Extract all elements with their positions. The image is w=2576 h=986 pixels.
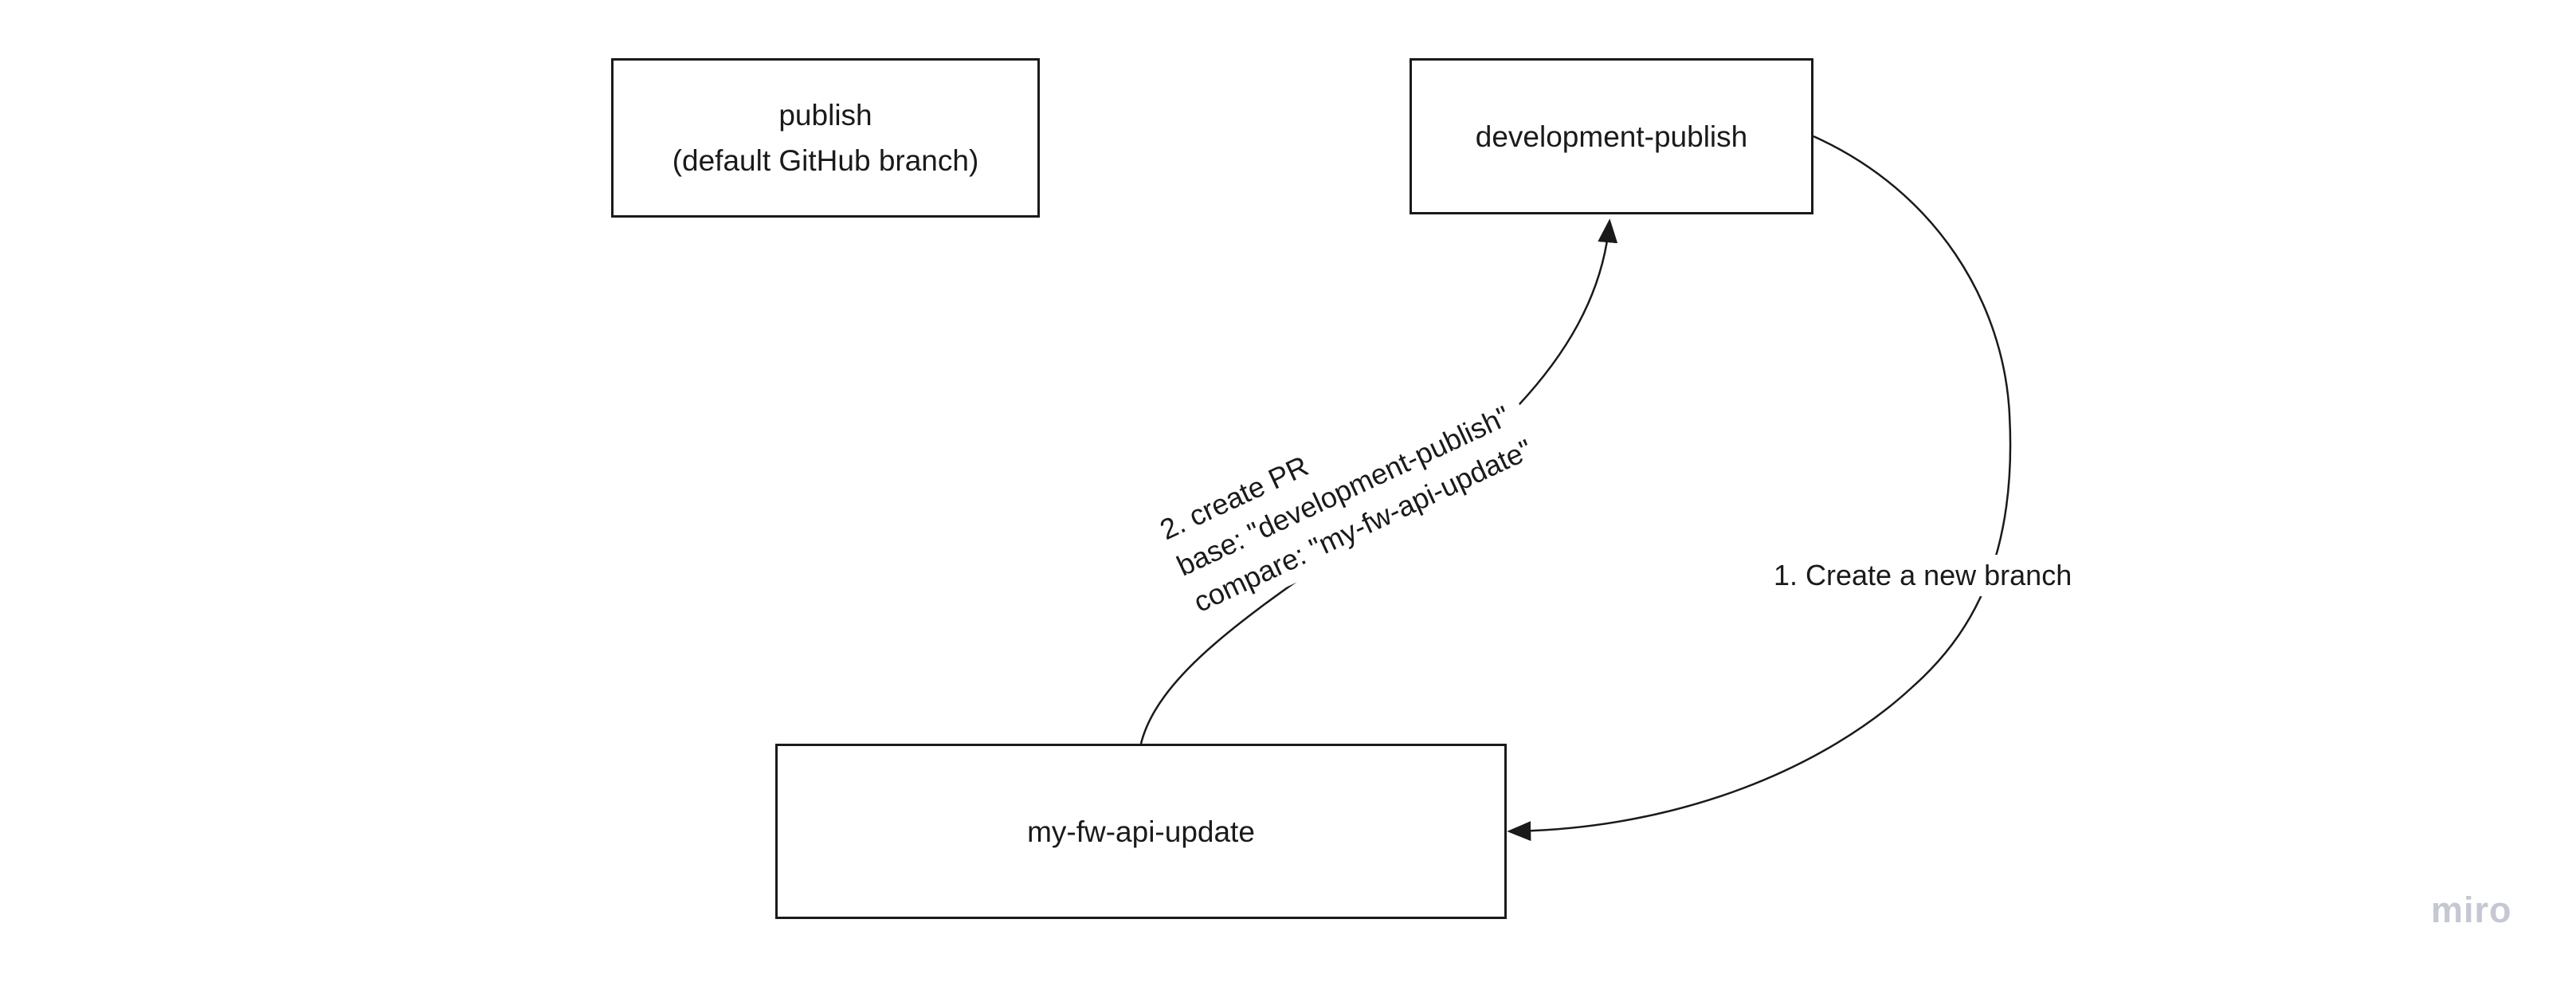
shape-my-fw-api-update-branch[interactable]: my-fw-api-update — [775, 744, 1507, 919]
shape-publish-label-line1: publish — [778, 99, 872, 132]
shape-publish-branch[interactable]: publish (default GitHub branch) — [611, 58, 1040, 218]
shape-publish-label-line2: (default GitHub branch) — [672, 144, 979, 177]
shape-my-fw-api-update-label: my-fw-api-update — [1027, 815, 1255, 848]
connector-create-branch[interactable] — [1507, 135, 2012, 842]
connector-label-create-branch[interactable]: 1. Create a new branch — [1766, 555, 2080, 596]
miro-logo-watermark: miro — [2431, 890, 2512, 930]
shape-development-publish-branch[interactable]: development-publish — [1410, 58, 1813, 214]
shape-development-publish-label: development-publish — [1475, 120, 1748, 153]
